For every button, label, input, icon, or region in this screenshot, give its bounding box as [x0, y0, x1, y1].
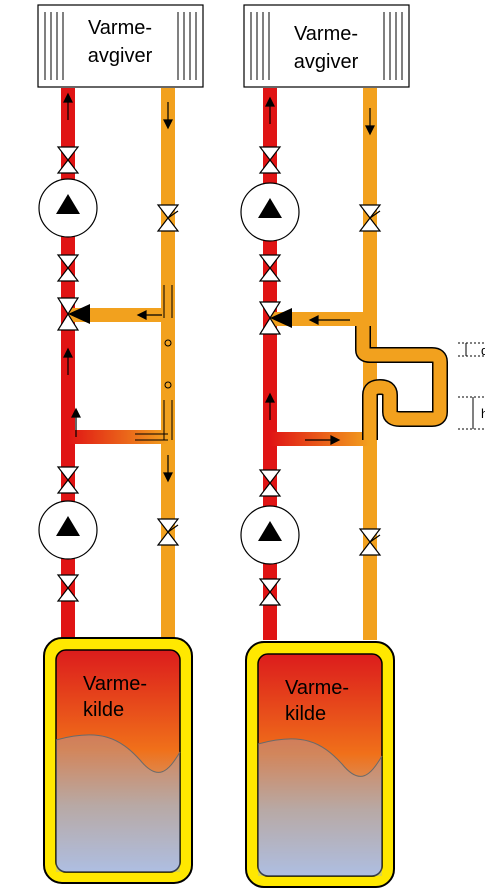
left-system: Varme- avgiver — [37, 4, 204, 884]
left-heat-emitter — [37, 4, 204, 88]
left-lower-crossover — [68, 430, 168, 444]
left-pump-lower — [38, 500, 98, 560]
left-emitter-label-line2: avgiver — [88, 45, 153, 67]
left-heat-source — [43, 637, 193, 884]
right-return-pipe — [363, 88, 377, 640]
left-flow-arrows — [63, 92, 173, 483]
left-pump-upper — [38, 178, 98, 238]
dimension-label-lower: h — [481, 406, 485, 421]
right-mixing-valve — [258, 301, 292, 335]
left-mixing-valve — [56, 297, 90, 331]
left-emitter-label-line1: Varme- — [88, 17, 152, 39]
left-return-pipe — [161, 88, 175, 640]
right-emitter-label-line1: Varme- — [294, 23, 358, 45]
right-heat-source — [245, 641, 395, 888]
right-pump-upper — [240, 182, 300, 242]
dimension-markers — [458, 342, 485, 430]
right-source-label-line1: Varme- — [285, 677, 349, 699]
left-source-label-line2: kilde — [83, 699, 124, 721]
right-emitter-label-line2: avgiver — [294, 51, 359, 73]
right-heat-emitter — [243, 4, 410, 88]
right-source-label-line2: kilde — [285, 703, 326, 725]
dimension-label-upper: d — [481, 343, 485, 358]
left-source-label-line1: Varme- — [83, 673, 147, 695]
right-flow-arrows — [265, 96, 375, 445]
left-upper-crossover — [68, 308, 168, 322]
right-upper-crossover — [270, 312, 370, 326]
right-system: Varme- avgiver — [240, 4, 485, 888]
right-lower-crossover — [270, 432, 370, 446]
right-pump-lower — [240, 505, 300, 565]
